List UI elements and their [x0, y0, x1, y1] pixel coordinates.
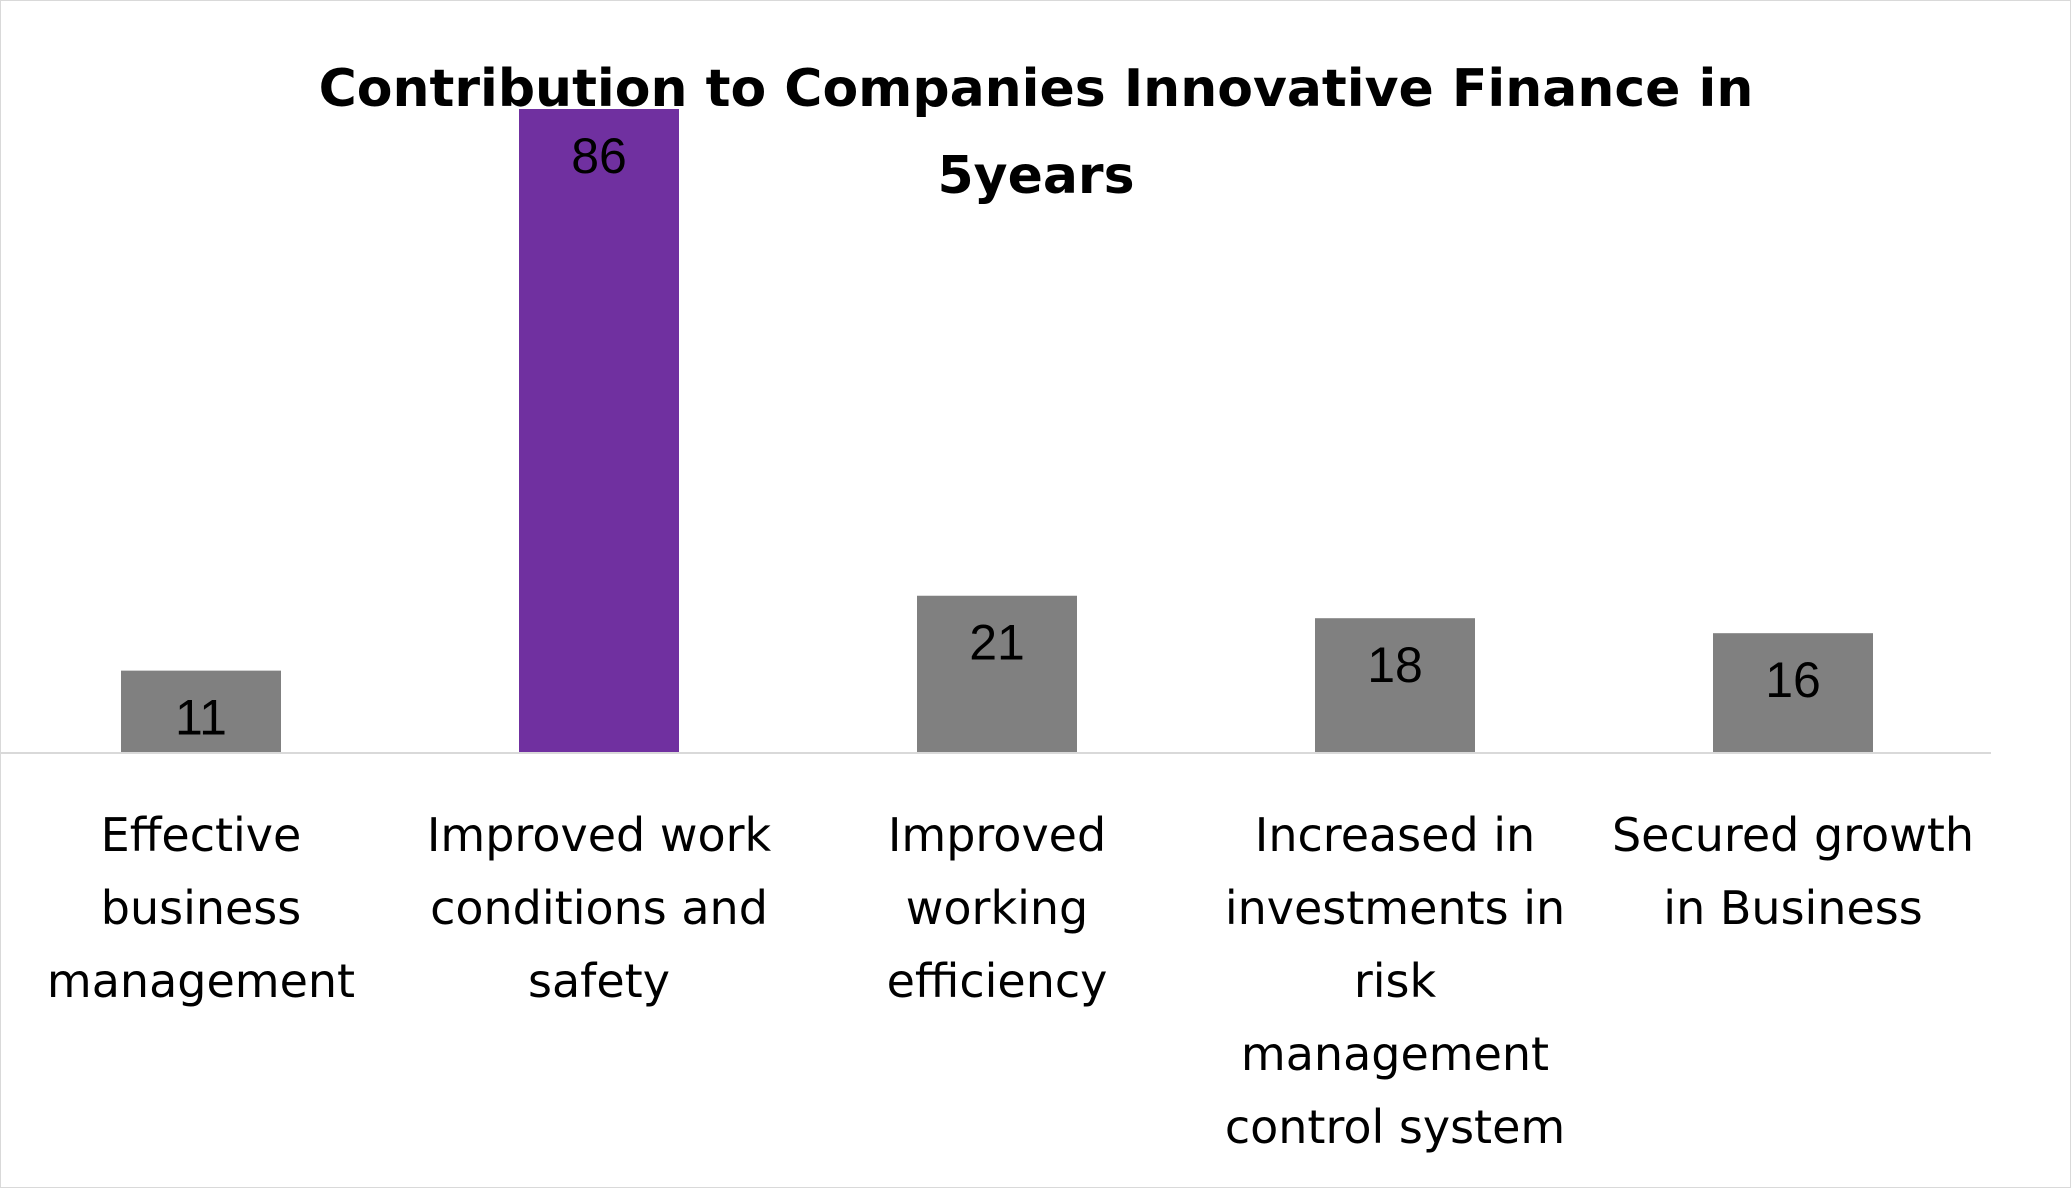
category-label-line: Improved [888, 808, 1106, 862]
chart-title: Contribution to Companies Innovative Fin… [319, 59, 1754, 206]
bar-5 [1713, 633, 1873, 753]
category-label-line: Increased in [1255, 808, 1535, 862]
chart-title-line: Contribution to Companies Innovative Fin… [319, 59, 1754, 119]
category-label-line: efficiency [887, 954, 1108, 1008]
data-label-4: 18 [1367, 637, 1423, 693]
category-label-1: Effective business management [47, 808, 355, 1008]
bar-4 [1315, 618, 1475, 753]
data-label-2: 86 [571, 128, 627, 184]
category-label-2: Improved work conditions and safety [427, 808, 772, 1008]
category-labels-layer: Effective business management Improved work… [47, 808, 1974, 1154]
category-label-line: in Business [1663, 881, 1922, 935]
category-label-5: Secured growth in Business [1612, 808, 1974, 935]
category-label-line: management [47, 954, 355, 1008]
data-label-5: 16 [1765, 652, 1821, 708]
category-label-line: working [906, 881, 1088, 935]
chart-title-line: 5years [937, 146, 1134, 206]
bars-layer [121, 109, 1873, 753]
category-label-line: safety [528, 954, 670, 1008]
category-label-line: management [1241, 1027, 1549, 1081]
category-label-line: risk [1354, 954, 1437, 1008]
category-label-line: investments in [1225, 881, 1565, 935]
category-label-line: Improved work [427, 808, 772, 862]
bar-2 [519, 109, 679, 753]
category-label-4: Increased in investments in risk management… [1225, 808, 1565, 1154]
category-label-line: control system [1225, 1100, 1565, 1154]
data-label-1: 11 [175, 690, 227, 746]
category-label-3: Improved working efficiency [887, 808, 1108, 1008]
bar-1 [121, 670, 281, 753]
category-label-line: business [101, 881, 302, 935]
data-labels-layer: 11 86 21 18 16 [175, 128, 1821, 746]
category-label-line: conditions and [430, 881, 768, 935]
category-label-line: Secured growth [1612, 808, 1974, 862]
bar-3 [917, 595, 1077, 753]
category-label-line: Effective [101, 808, 302, 862]
data-label-3: 21 [969, 615, 1025, 671]
